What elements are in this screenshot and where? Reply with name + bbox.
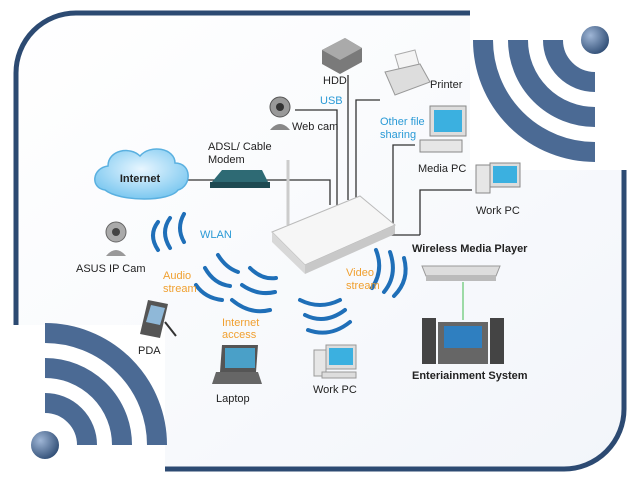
media-pc-icon [419, 105, 467, 153]
internet-access-line2: access [222, 329, 257, 341]
internet-access-line1: Internet [222, 317, 259, 329]
entertainment-system-icon [422, 318, 504, 364]
webcam-icon [269, 96, 291, 130]
work-pc-right-label: Work PC [476, 205, 520, 217]
wifi-decoration-top-right-icon [470, 0, 638, 170]
work-pc-bottom-icon [313, 344, 357, 379]
usb-label: USB [320, 95, 343, 107]
pda-icon [140, 300, 177, 338]
other-sharing-line1: Other file [380, 116, 425, 128]
printer-icon [384, 49, 431, 96]
hdd-label: HDD [323, 75, 347, 87]
internet-cloud-icon [94, 148, 189, 200]
modem-label-line1: ADSL/ Cable [208, 141, 272, 153]
wireless-waves [151, 212, 408, 335]
other-sharing-line2: sharing [380, 129, 416, 141]
ip-cam-label: ASUS IP Cam [76, 263, 146, 275]
wireless-media-player-label: Wireless Media Player [412, 243, 528, 255]
video-stream-line1: Video [346, 267, 374, 279]
laptop-icon [212, 345, 262, 384]
wlan-label: WLAN [200, 229, 232, 241]
hdd-icon [322, 38, 362, 74]
audio-stream-line2: stream [163, 283, 197, 295]
media-player-icon [421, 265, 501, 281]
wifi-decoration-bottom-left-icon [0, 323, 167, 479]
laptop-label: Laptop [216, 393, 250, 405]
work-pc-bottom-label: Work PC [313, 384, 357, 396]
video-stream-line2: stream [346, 280, 380, 292]
ip-cam-icon [105, 221, 127, 256]
media-pc-label: Media PC [418, 163, 466, 175]
modem-icon [210, 170, 270, 188]
pda-label: PDA [138, 345, 161, 357]
router-icon [271, 160, 396, 274]
modem-label-line2: Modem [208, 154, 245, 166]
wired-connections [180, 75, 472, 320]
entertainment-label: Enteriainment System [412, 370, 528, 382]
work-pc-right-icon [475, 162, 521, 194]
audio-stream-line1: Audio [163, 270, 191, 282]
webcam-label: Web cam [292, 121, 338, 133]
printer-label: Printer [430, 79, 463, 91]
internet-label: Internet [120, 173, 161, 185]
